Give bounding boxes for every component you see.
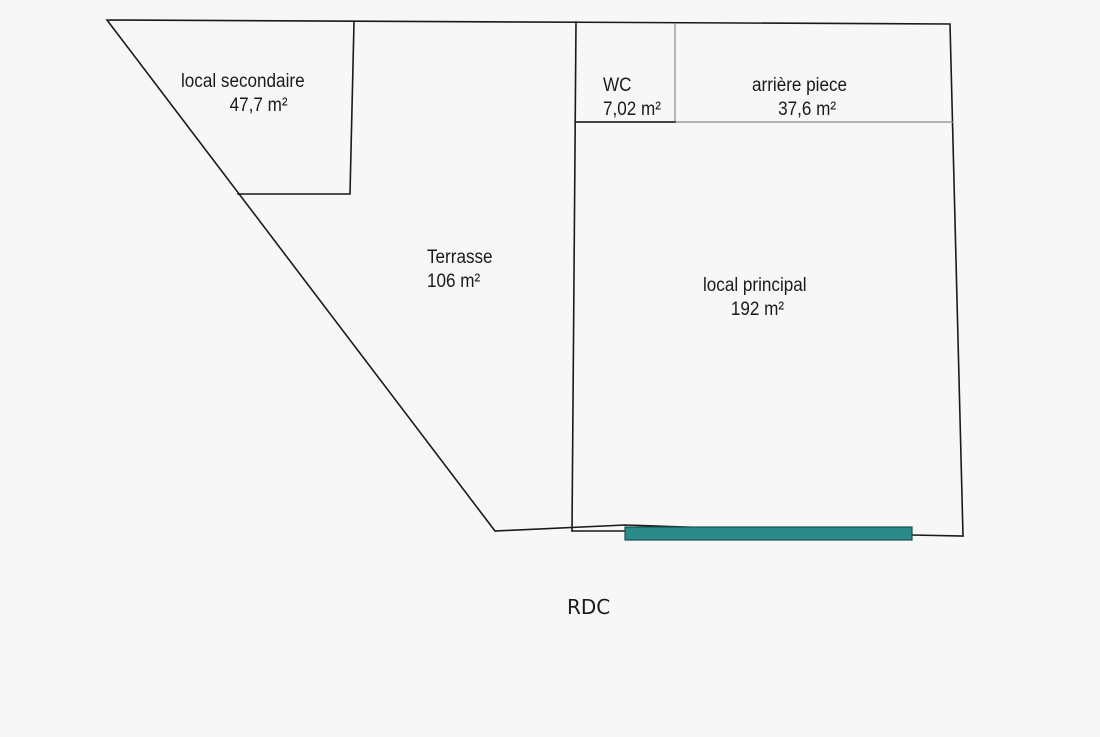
room-area: 37,6 m²	[778, 99, 837, 120]
room-area: 7,02 m²	[603, 99, 661, 120]
floor-level-label: RDC	[567, 595, 611, 619]
room-wc: WC 7,02 m²	[603, 74, 661, 122]
room-area: 47,7 m²	[229, 95, 288, 116]
terrasse-wall	[571, 21, 577, 532]
room-name: local secondaire	[181, 71, 305, 92]
room-terrasse: Terrasse 106 m²	[427, 246, 493, 294]
local-secondaire-wall	[237, 21, 355, 195]
room-name: WC	[603, 75, 632, 96]
room-area: 192 m²	[730, 299, 785, 320]
room-name: arrière piece	[752, 75, 848, 96]
room-local-principal: local principal 192 m²	[703, 274, 807, 322]
room-name: local principal	[703, 275, 807, 296]
storefront-opening	[624, 526, 913, 541]
room-name: Terrasse	[427, 247, 493, 268]
room-arriere-piece: arrière piece 37,6 m²	[752, 74, 847, 122]
room-local-secondaire: local secondaire 47,7 m²	[181, 70, 305, 118]
room-area: 106 m²	[427, 271, 481, 292]
